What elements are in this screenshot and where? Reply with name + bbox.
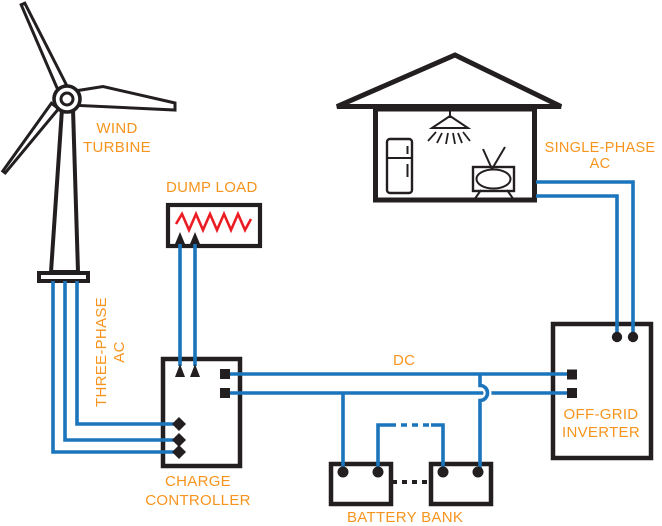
- resistor-zigzag-icon: [174, 210, 253, 234]
- arrow-terminal-icons: [175, 232, 200, 377]
- three-phase-ac-wires: [51, 281, 178, 454]
- dump-load-label: DUMP LOAD: [166, 179, 258, 196]
- house-walls: [373, 106, 537, 203]
- turbine-base: [37, 271, 90, 283]
- wind-turbine-label: WIND TURBINE: [67, 119, 167, 157]
- label-line: INVERTER: [562, 424, 640, 441]
- wire-hop: [478, 374, 490, 468]
- label-line: CONTROLLER: [145, 492, 251, 509]
- diamond-terminal-icons: [172, 417, 186, 459]
- label-line: CHARGE: [165, 473, 231, 490]
- label-line: AC: [589, 156, 611, 172]
- three-phase-ac-label: THREE-PHASE AC: [93, 295, 129, 410]
- label-line: AC: [111, 341, 128, 363]
- label-line: TURBINE: [83, 139, 151, 156]
- turbine-hub-center: [59, 91, 75, 107]
- charge-controller-label: CHARGE CONTROLLER: [138, 472, 258, 510]
- house-icon: [335, 52, 563, 203]
- turbine-blade-icon: [76, 84, 177, 112]
- square-terminal-icons: [220, 369, 577, 398]
- fridge-icon: [385, 137, 414, 195]
- wind-turbine-icon: [0, 1, 177, 283]
- dc-label: DC: [393, 352, 416, 369]
- turbine-blade-icon: [0, 101, 61, 175]
- label-line: SINGLE-PHASE: [544, 140, 656, 156]
- battery-bank-label: BATTERY BANK: [347, 509, 464, 526]
- dot-terminal-icons: [337, 331, 639, 478]
- off-grid-inverter-label: OFF-GRID INVERTER: [551, 406, 651, 442]
- turbine-blade-icon: [19, 1, 69, 91]
- dc-bus-wires: [225, 372, 572, 395]
- single-phase-ac-label: SINGLE-PHASE AC: [538, 140, 662, 172]
- label-line: WIND: [96, 120, 138, 137]
- dump-load-wires: [178, 243, 197, 366]
- tv-icon: [471, 146, 516, 201]
- single-phase-ac-wires: [536, 180, 635, 337]
- battery-wires: [341, 374, 492, 468]
- label-line: THREE-PHASE: [93, 297, 110, 407]
- house-roof: [335, 52, 563, 109]
- ceiling-lamp-icon: [427, 108, 472, 145]
- label-line: OFF-GRID: [563, 406, 639, 423]
